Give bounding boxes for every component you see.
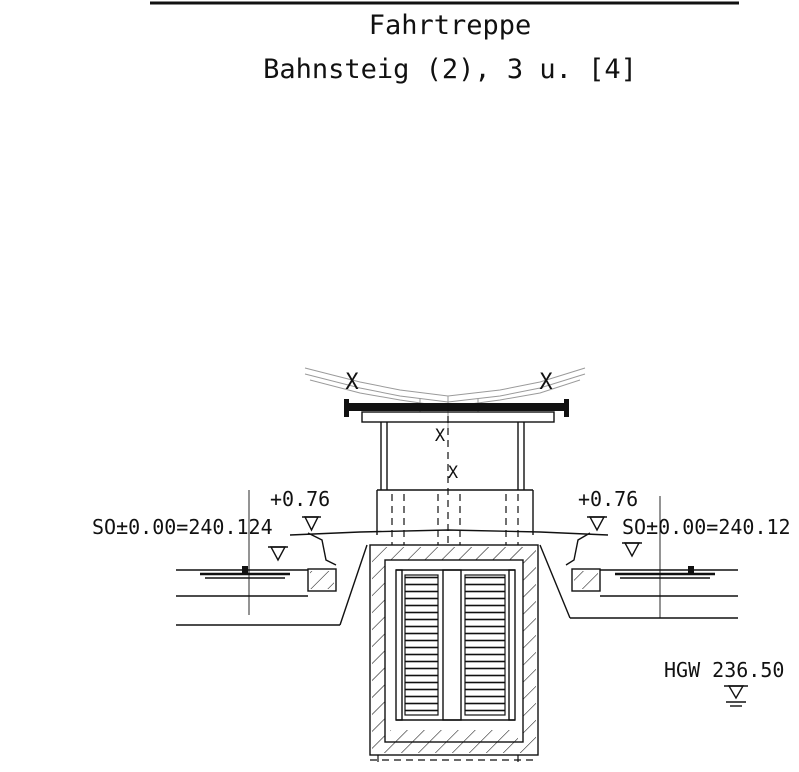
escalator-pit — [369, 544, 539, 756]
cross-marker: X — [345, 370, 359, 395]
foundation-outline — [370, 755, 535, 767]
hgw-label: HGW 236.50 — [664, 658, 784, 682]
entrance-housing — [376, 404, 534, 545]
escalator-left — [404, 574, 439, 716]
right-level-marker — [588, 516, 606, 532]
right-platform — [539, 532, 738, 619]
left-level-label: +0.76 — [270, 487, 330, 511]
right-so-label: SO±0.00=240.12 — [622, 515, 791, 539]
groundwater-marker — [724, 685, 748, 707]
left-so-label: SO±0.00=240.124 — [92, 515, 273, 539]
right-so-marker — [623, 542, 641, 558]
escalator-right — [464, 574, 506, 716]
columns — [380, 422, 525, 490]
platform-deck — [289, 529, 609, 536]
cross-marker: X — [539, 370, 553, 395]
roof-plate — [344, 399, 569, 423]
cross-marker: X — [435, 426, 446, 446]
left-level-marker — [303, 516, 320, 532]
escalator-units — [395, 569, 516, 721]
cross-markers: X X X X — [345, 370, 553, 483]
left-platform — [176, 532, 368, 626]
left-so-marker — [269, 546, 287, 562]
right-level-label: +0.76 — [578, 487, 638, 511]
title-line-2: Bahnsteig (2), 3 u. [4] — [263, 54, 637, 85]
title-line-1: Fahrtreppe — [369, 10, 532, 41]
cross-marker: X — [448, 463, 459, 483]
